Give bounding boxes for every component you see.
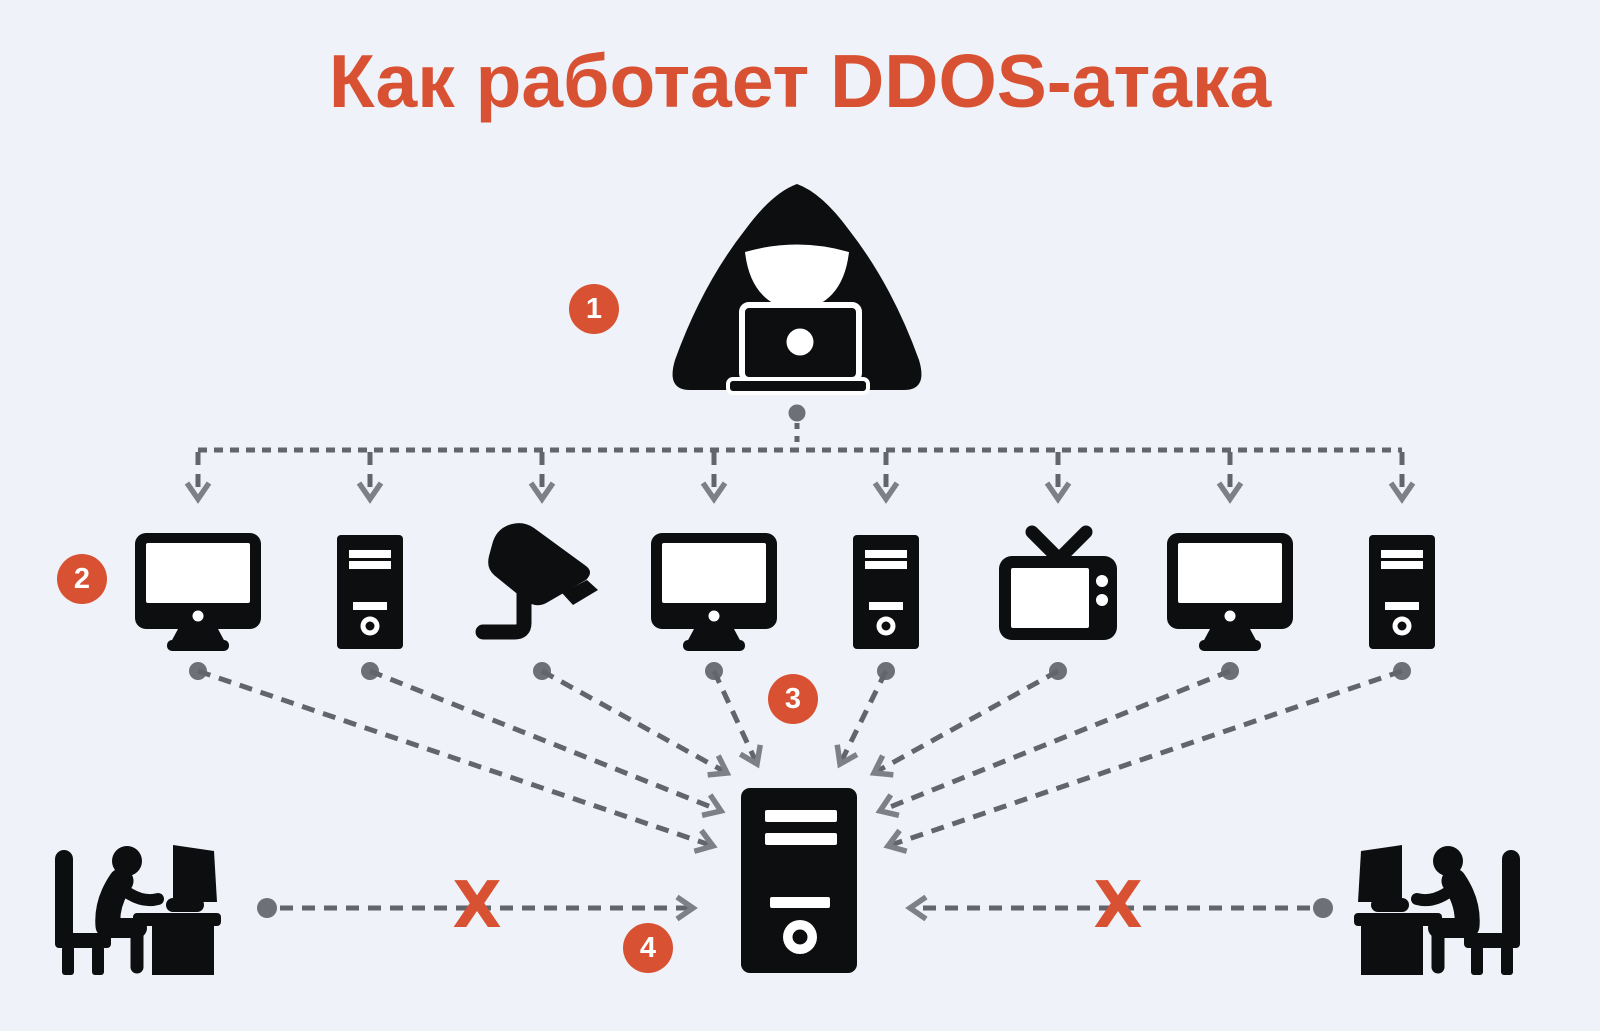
monitor-icon (135, 533, 261, 651)
monitor-icon (651, 533, 777, 651)
attack-arrow (197, 668, 718, 854)
server-drive (770, 897, 830, 908)
monitor-icon (1167, 533, 1293, 651)
blocked-x-mark-right: X (1093, 869, 1143, 944)
pc-tower-icon (337, 535, 403, 649)
step-badge-1: 1 (569, 284, 619, 334)
server-power-dot (792, 929, 808, 945)
attack-arrow (711, 669, 763, 769)
person-at-desk-icon (1354, 845, 1520, 975)
blocked-user-right (905, 845, 1520, 975)
hacker-icon (672, 184, 922, 395)
blocked-user-left (55, 845, 698, 975)
attack-arrow (834, 669, 889, 769)
server-vent (765, 833, 837, 845)
page-title: Как работает DDOS-атака (328, 39, 1272, 123)
blocked-x-mark-left: X (452, 869, 502, 944)
pc-tower-icon (853, 535, 919, 649)
target-server-icon (741, 788, 857, 973)
step-badge-3: 3 (768, 674, 818, 724)
attack-arrow (540, 668, 732, 778)
hacker-face (745, 244, 849, 311)
attack-arrow (875, 668, 1231, 818)
cctv-camera-icon (483, 523, 598, 632)
person-at-desk-icon (55, 845, 221, 975)
command-network (198, 404, 1402, 453)
step-badge-2: 2 (57, 554, 107, 604)
attack-arrow (369, 668, 726, 818)
connector-dot (788, 404, 806, 422)
step-badge-4: 4 (623, 923, 673, 973)
connector-dot (1313, 898, 1333, 918)
attack-arrow (883, 668, 1403, 854)
pc-tower-icon (1369, 535, 1435, 649)
hacker-laptop-base (726, 377, 870, 395)
hacker-laptop-logo (786, 328, 814, 356)
attack-arrow (869, 668, 1060, 778)
connector-dot (257, 898, 277, 918)
tv-icon (999, 532, 1117, 640)
server-vent (765, 810, 837, 822)
botnet-devices (135, 452, 1435, 854)
